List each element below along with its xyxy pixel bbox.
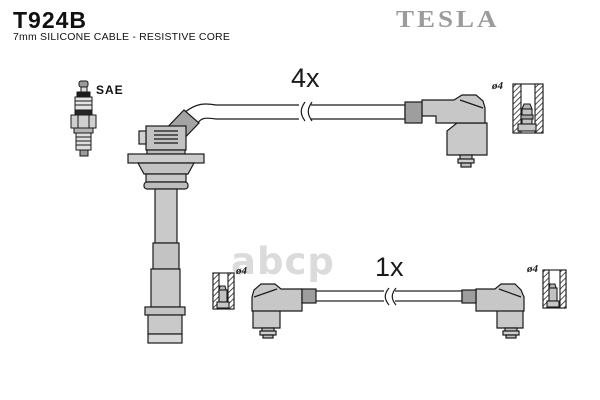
diameter-label-bottom-right: ø4 [527,263,538,275]
plug-boot-icon-bottom-left [251,283,317,339]
tesla-logo: TESLA [396,6,500,33]
plug-boot-icon-bottom-right [461,283,525,339]
diameter-label-bottom-left: ø4 [236,265,247,277]
part-number: T924B [13,7,88,33]
quantity-label-bottom: 1x [375,252,404,282]
quantity-label-top: 4x [291,63,320,93]
diameter-label-top-right: ø4 [492,80,503,92]
terminal-shroud-icon-bottom-left [212,272,235,310]
watermark-text: abcp [231,240,335,283]
coil-boot-icon [127,103,406,344]
spark-plug-icon [70,80,97,157]
cable-description: 7mm SILICONE CABLE - RESISTIVE CORE [13,31,231,43]
terminal-shroud-icon-top [512,83,544,134]
terminal-shroud-icon-bottom-right [542,269,567,309]
cable-break-mark-bottom [384,287,397,306]
sae-label: SAE [96,83,124,97]
plug-boot-icon-top-right [404,94,488,168]
cable-break-mark-top [299,101,313,122]
